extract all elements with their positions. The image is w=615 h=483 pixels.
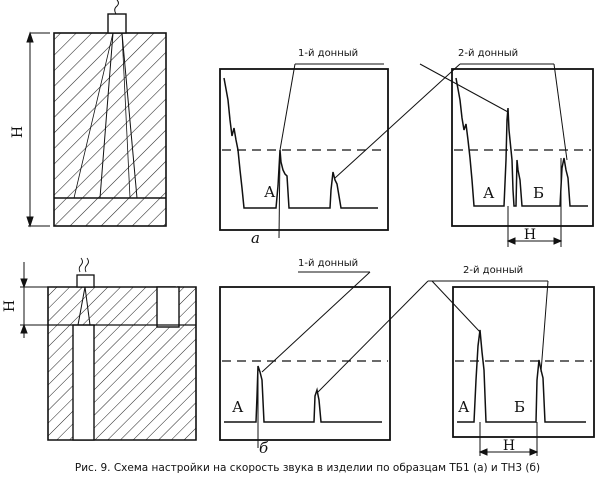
a2-peak-label-a: А bbox=[483, 184, 495, 202]
a1-peak-label-a: А bbox=[264, 183, 276, 201]
a2-h-label: Н bbox=[524, 227, 536, 243]
bottom-second-bottom-label: 2-й донный bbox=[463, 265, 523, 276]
bottom-leaders bbox=[261, 271, 549, 393]
bottom-sample-h-label: Н bbox=[2, 300, 18, 312]
panel-b-label: б bbox=[259, 439, 269, 457]
sample-tn3 bbox=[20, 257, 197, 441]
top-first-bottom-label: 1-й донный bbox=[298, 48, 358, 59]
top-leaders bbox=[279, 63, 568, 179]
b1-peak-label-a: А bbox=[232, 398, 244, 416]
oscillogram-b1 bbox=[219, 286, 391, 448]
b2-peak-label-b: Б bbox=[514, 398, 525, 416]
a2-peak-label-b: Б bbox=[533, 184, 544, 202]
panel-a-label: а bbox=[251, 229, 260, 247]
b2-h-label: Н bbox=[503, 438, 515, 454]
b2-peak-label-a: А bbox=[458, 398, 470, 416]
oscillogram-b2 bbox=[452, 286, 595, 456]
top-sample-h-label: Н bbox=[10, 126, 26, 138]
oscillogram-a1 bbox=[219, 68, 389, 239]
oscillogram-a2 bbox=[451, 68, 594, 247]
bottom-first-bottom-label: 1-й донный bbox=[298, 258, 358, 269]
figure-caption: Рис. 9. Схема настройки на скорость звук… bbox=[74, 462, 541, 474]
sample-tb1 bbox=[26, 0, 167, 228]
top-second-bottom-label: 2-й донный bbox=[458, 48, 518, 59]
